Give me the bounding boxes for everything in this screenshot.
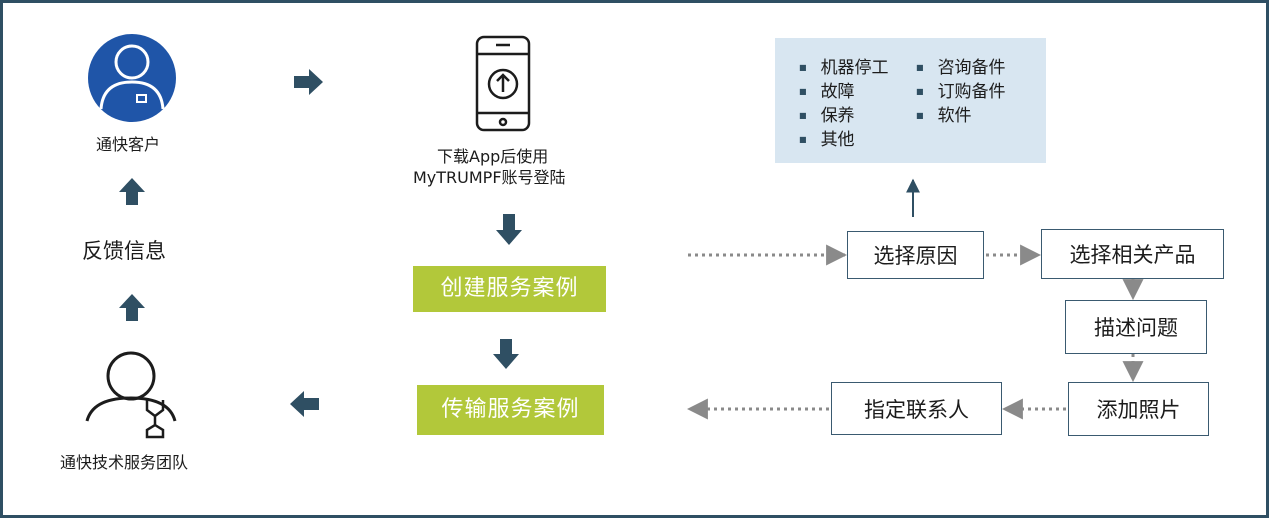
reasons-panel: 机器停工 故障 保养 其他 咨询备件 订购备件 软件 <box>775 38 1046 163</box>
app-login-text: MyTRUMPF账号登陆 <box>413 168 566 187</box>
reason-item: 软件 <box>916 104 1006 128</box>
reason-item: 订购备件 <box>916 80 1006 104</box>
technician-icon <box>85 351 177 439</box>
reasons-left-list: 机器停工 故障 保养 其他 <box>799 56 889 152</box>
arrow-right-icon <box>294 69 323 95</box>
arrow-down-icon <box>496 214 522 245</box>
feedback-label: 反馈信息 <box>82 239 166 263</box>
dotted-connectors <box>686 244 1144 420</box>
customer-avatar-icon <box>88 34 176 122</box>
arrow-up-icon <box>119 294 145 321</box>
reason-item: 保养 <box>799 104 889 128</box>
create-service-case-step: 创建服务案例 <box>413 266 606 312</box>
team-label: 通快技术服务团队 <box>60 453 189 472</box>
app-download-text: 下载App后使用 <box>437 147 549 166</box>
arrow-down-icon <box>493 339 519 369</box>
phone-icon <box>475 35 531 132</box>
select-product-box: 选择相关产品 <box>1041 229 1224 279</box>
select-reason-box: 选择原因 <box>847 231 984 279</box>
reason-item: 故障 <box>799 80 889 104</box>
reason-item: 其他 <box>799 128 889 152</box>
reason-item: 咨询备件 <box>916 56 1006 80</box>
add-photo-box: 添加照片 <box>1068 382 1209 436</box>
assign-contact-box: 指定联系人 <box>831 382 1002 435</box>
arrow-left-icon <box>290 391 319 417</box>
arrow-up-icon <box>119 178 145 205</box>
navy-arrows <box>119 69 522 417</box>
customer-label: 通快客户 <box>96 135 161 154</box>
transmit-service-case-step: 传输服务案例 <box>417 385 604 435</box>
reasons-right-list: 咨询备件 订购备件 软件 <box>916 56 1006 128</box>
reason-item: 机器停工 <box>799 56 889 80</box>
describe-problem-box: 描述问题 <box>1065 300 1207 354</box>
